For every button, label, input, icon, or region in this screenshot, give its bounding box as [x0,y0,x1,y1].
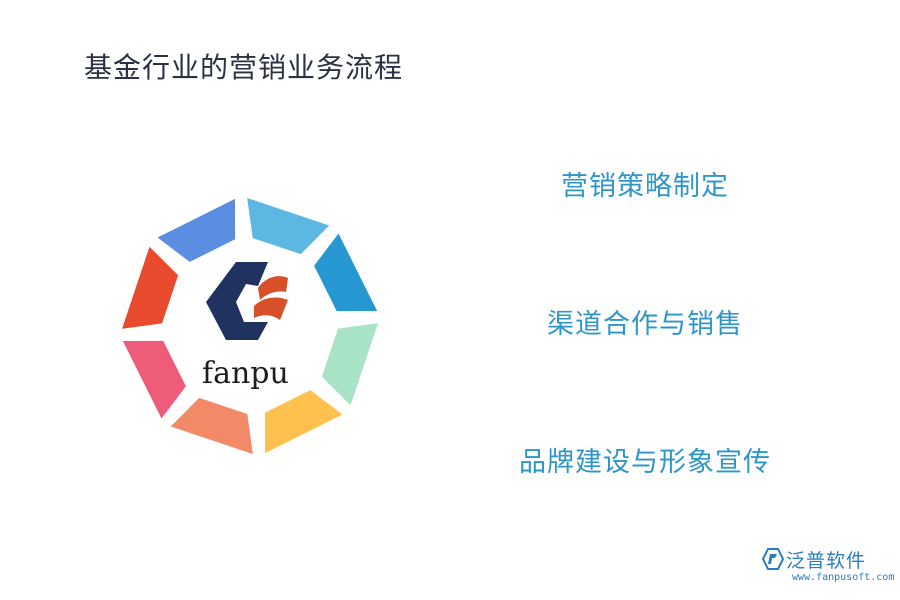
ring-segment [321,323,378,406]
center-brand-word: fanpu [202,356,289,391]
octagon-ring-diagram [110,192,390,460]
ring-segment [247,198,330,255]
step-label: 渠道合作与销售 [547,309,743,340]
center-logo-icon [206,262,288,340]
fanpu-logo-icon [762,548,784,570]
step-label: 营销策略制定 [561,171,729,202]
ring-segment [170,397,253,454]
brand-url: www.fanpusoft.com [792,572,895,583]
ring-segment [122,340,186,419]
ring-graphic [122,198,378,454]
brand-name: 泛普软件 [786,550,867,572]
ring-segment [157,198,236,262]
ring-segment [122,246,179,329]
ring-segment [264,390,343,454]
page-title: 基金行业的营销业务流程 [84,51,404,84]
step-label: 品牌建设与形象宣传 [519,447,771,478]
ring-segment [314,233,378,312]
brand-logo: 泛普软件 www.fanpusoft.com [762,542,894,592]
